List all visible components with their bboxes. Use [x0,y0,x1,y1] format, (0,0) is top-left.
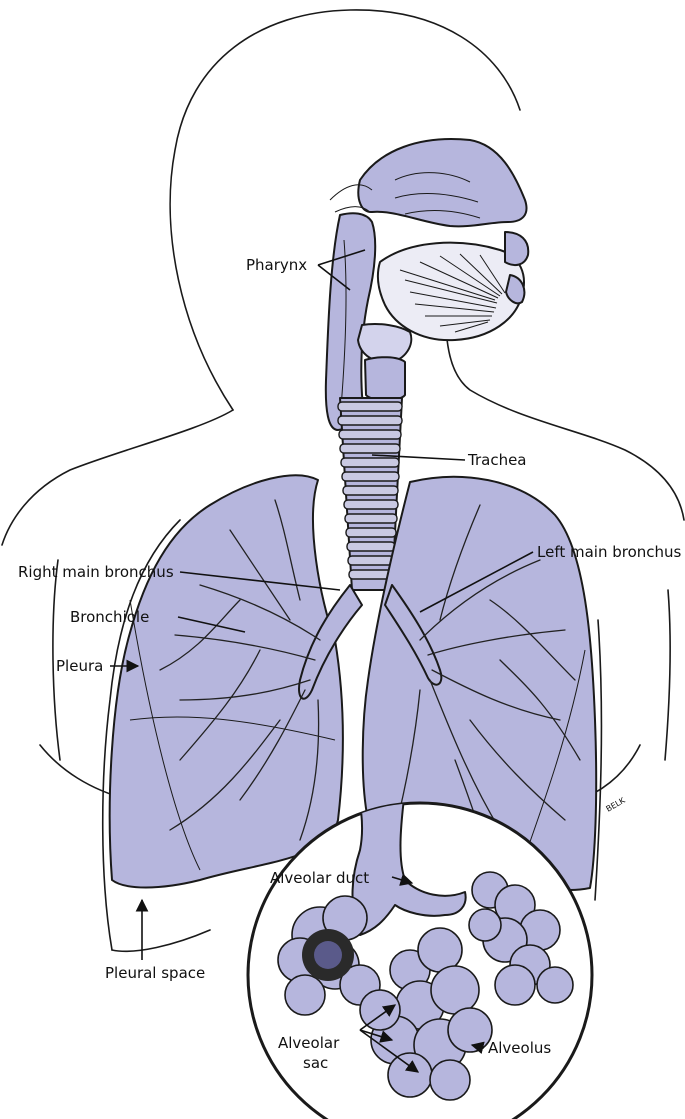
label-alveolus: Alveolus [488,1039,551,1057]
label-alveolar-sac-line2: sac [303,1054,328,1072]
label-pleural-space: Pleural space [105,964,205,982]
label-alveolar-duct: Alveolar duct [270,869,369,887]
label-alveolar-sac-line1: Alveolar [278,1034,340,1052]
label-bronchiole: Bronchiole [70,608,149,626]
head-airway [326,139,528,430]
label-pharynx: Pharynx [246,256,307,274]
label-pleura: Pleura [56,657,103,675]
label-trachea: Trachea [467,451,527,469]
label-right-main-bronchus: Right main bronchus [18,563,174,581]
artist-signature: BELK [605,795,628,813]
label-left-main-bronchus: Left main bronchus [537,543,682,561]
